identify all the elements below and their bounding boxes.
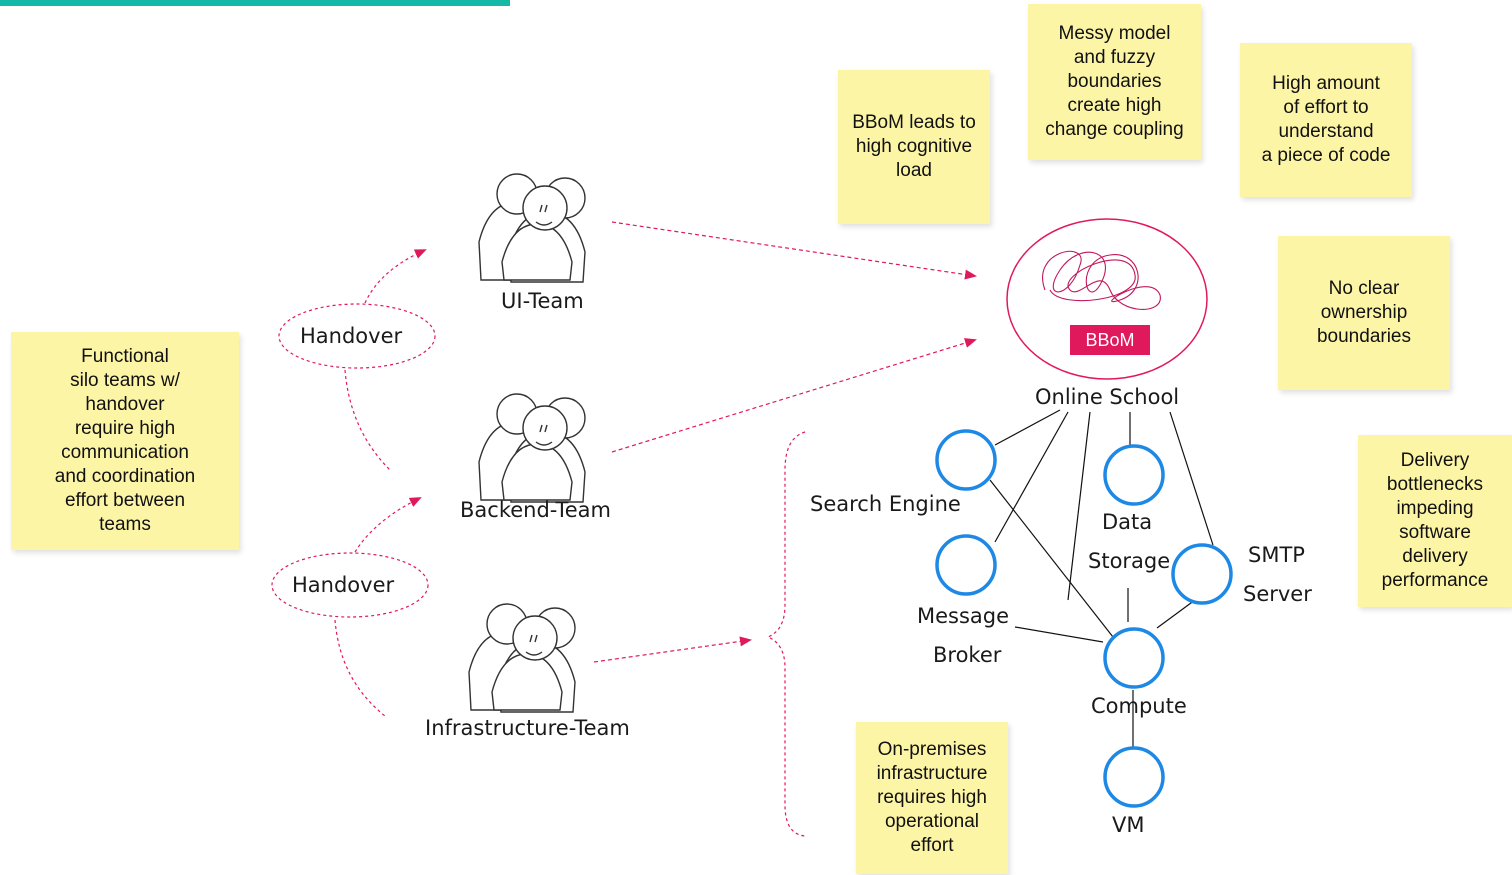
- handover-flow-up-1: [364, 249, 427, 304]
- vm-node: [1103, 746, 1165, 808]
- smtp-server-label-line1: SMTP: [1248, 543, 1305, 567]
- message-broker-node: [935, 534, 997, 596]
- backend-team-label: Backend-Team: [460, 498, 611, 522]
- search-engine-label: Search Engine: [810, 492, 961, 516]
- sticky-messy-model: Messy model and fuzzy boundaries create …: [1028, 4, 1201, 160]
- handover-label-2: Handover: [292, 573, 395, 597]
- infrastructure-team-people-icon: [468, 603, 576, 713]
- accent-bar: [0, 0, 510, 6]
- bbom-badge: BBoM: [1070, 325, 1150, 355]
- infrastructure-team-arrow: [593, 636, 752, 663]
- sticky-on-premises: On-premises infrastructure requires high…: [856, 722, 1008, 874]
- smtp-server-label-line2: Server: [1243, 582, 1312, 606]
- bbom-scribble: [1042, 250, 1161, 310]
- data-storage-label-line1: Data: [1102, 510, 1153, 534]
- sticky-no-ownership: No clear ownership boundaries: [1278, 236, 1450, 390]
- component-links: [989, 409, 1214, 747]
- sticky-high-effort: High amount of effort to understand a pi…: [1240, 43, 1412, 197]
- compute-label: Compute: [1091, 694, 1187, 718]
- compute-node: [1103, 627, 1165, 689]
- online-school-label: Online School: [1035, 385, 1180, 409]
- message-broker-label-line1: Message: [917, 604, 1010, 628]
- handover-flow-up-2: [354, 497, 422, 553]
- handover-flow-down-2: [334, 619, 386, 717]
- vm-label: VM: [1112, 813, 1145, 837]
- data-storage-node: [1103, 444, 1165, 506]
- message-broker-label-line2: Broker: [933, 643, 1002, 667]
- handover-cloud-2: [271, 552, 429, 618]
- sticky-functional-silos: Functional silo teams w/ handover requir…: [11, 332, 239, 550]
- handover-cloud-1: [278, 303, 436, 369]
- smtp-server-node: [1171, 543, 1233, 605]
- data-storage-label-line2: Storage: [1088, 549, 1171, 573]
- sticky-bbom-cognitive-load: BBoM leads to high cognitive load: [838, 70, 990, 224]
- ui-team-arrow: [611, 221, 977, 280]
- backend-team-people-icon: [478, 393, 586, 503]
- bbom-system-circle: [1006, 218, 1208, 380]
- ui-team-label: UI-Team: [501, 289, 584, 313]
- infrastructure-brace: [766, 431, 806, 837]
- infrastructure-team-label: Infrastructure-Team: [425, 716, 630, 740]
- handover-flow-down-1: [344, 369, 391, 471]
- handover-label-1: Handover: [300, 324, 403, 348]
- backend-team-arrow: [611, 338, 977, 453]
- search-engine-node: [935, 429, 997, 491]
- ui-team-people-icon: [478, 173, 586, 283]
- sticky-delivery-bottlenecks: Delivery bottlenecks impeding software d…: [1358, 435, 1512, 607]
